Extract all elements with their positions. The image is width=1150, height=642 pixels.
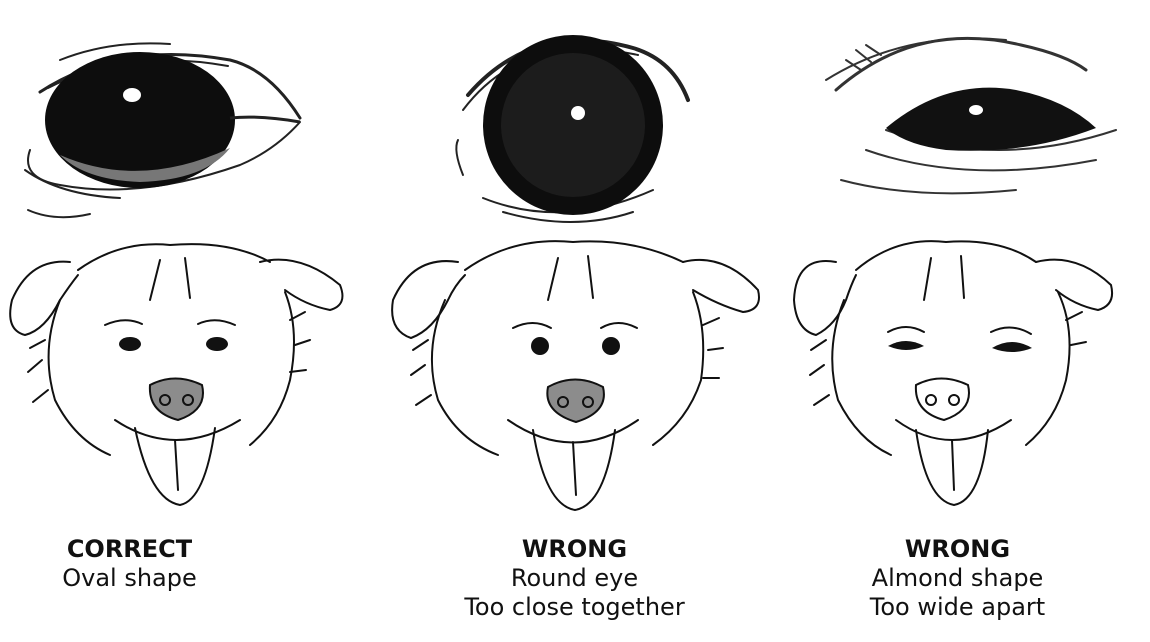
dog-face-correct [0, 0, 383, 530]
caption-correct: CORRECT Oval shape [0, 535, 321, 593]
dog-face-round-eyes [383, 0, 766, 530]
panel-wrong-round: WRONG Round eye Too close together [383, 0, 766, 642]
panel-wrong-almond: WRONG Almond shape Too wide apart [766, 0, 1149, 642]
panel-correct-oval: CORRECT Oval shape [0, 0, 383, 642]
verdict-label: WRONG [766, 535, 1149, 564]
verdict-label: WRONG [383, 535, 766, 564]
caption-line: Round eye [383, 564, 766, 593]
verdict-label: CORRECT [0, 535, 321, 564]
caption-wrong-almond: WRONG Almond shape Too wide apart [766, 535, 1149, 622]
dog-face-almond-eyes [766, 0, 1149, 530]
caption-line: Oval shape [0, 564, 321, 593]
caption-line: Too close together [383, 593, 766, 622]
caption-wrong-round: WRONG Round eye Too close together [383, 535, 766, 622]
caption-line: Too wide apart [766, 593, 1149, 622]
caption-line: Almond shape [766, 564, 1149, 593]
